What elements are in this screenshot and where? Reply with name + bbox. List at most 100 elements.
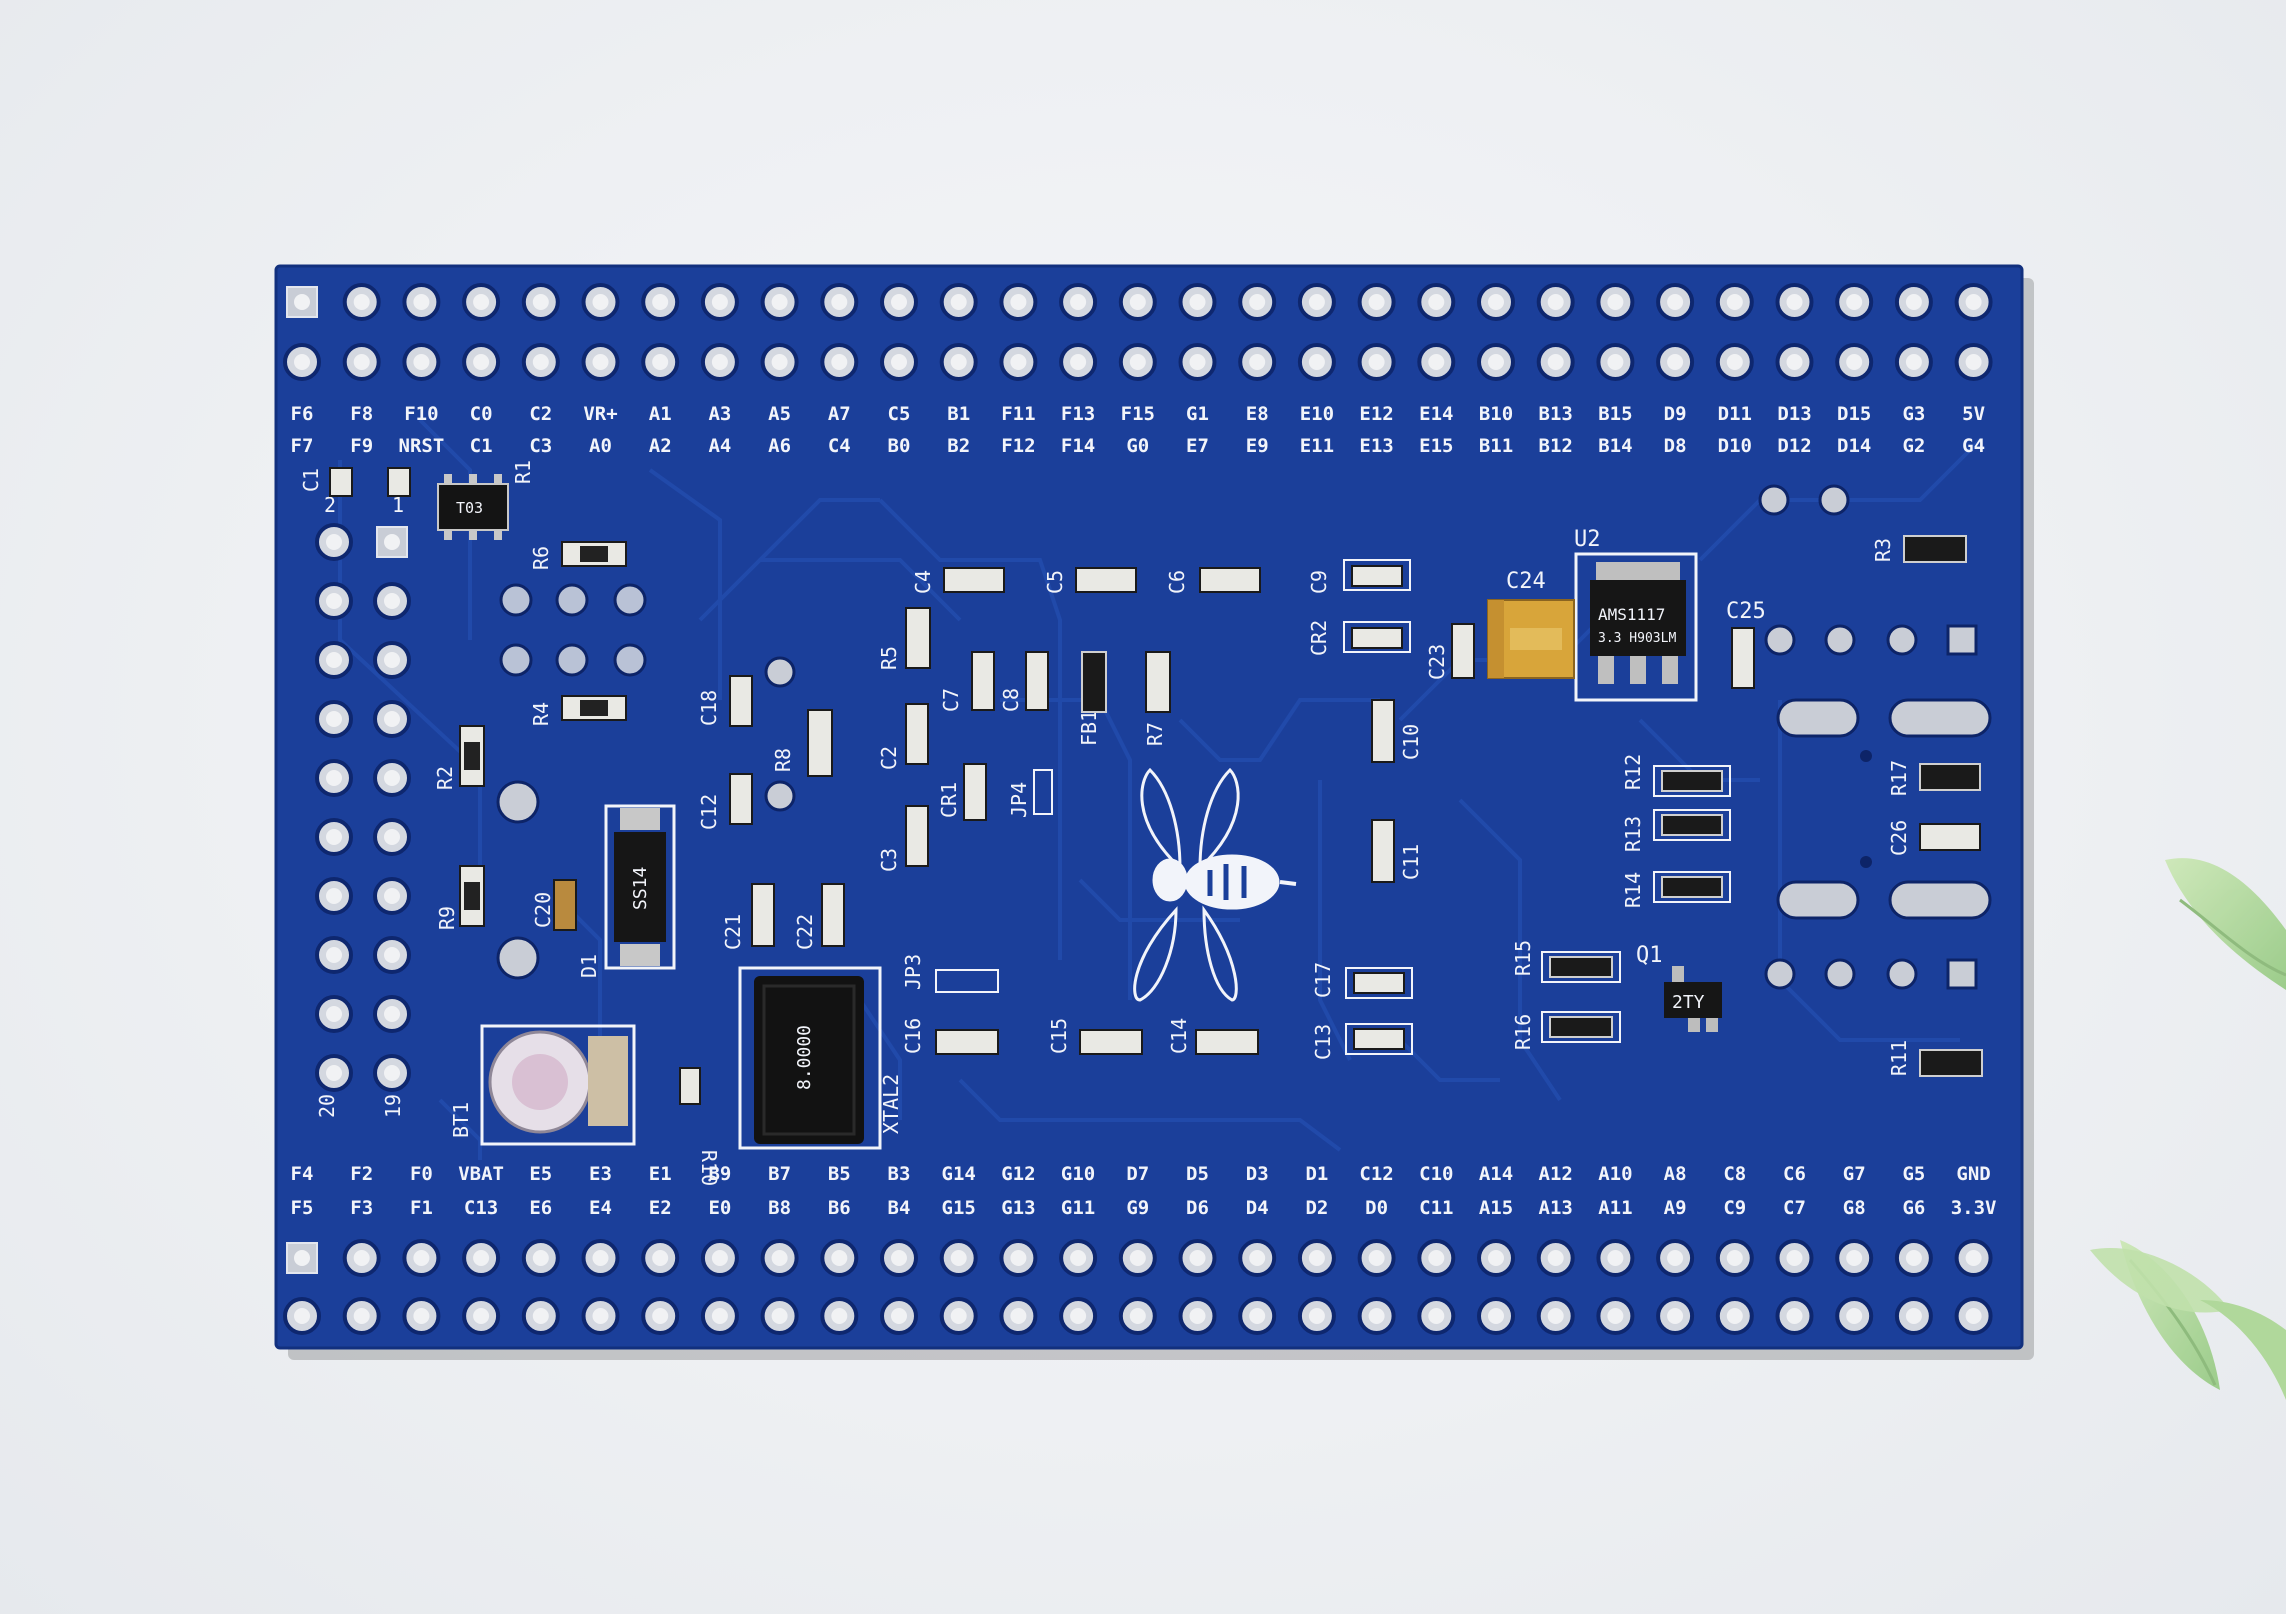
top-pin-label: E14	[1419, 403, 1453, 425]
label-fb1: FB1	[1077, 710, 1101, 746]
label-r8: R8	[771, 748, 795, 772]
capacitor-c22	[821, 883, 845, 947]
bottom-pin-label: C10	[1419, 1163, 1453, 1185]
pin-hole	[652, 294, 669, 310]
top-header-pins	[283, 283, 1993, 381]
battery-bt1	[480, 1024, 636, 1146]
pin-hole	[1786, 1308, 1803, 1324]
top-pin-label: A3	[708, 403, 731, 425]
pin-hole	[771, 1250, 788, 1266]
tantalum-capacitor-c24	[1487, 599, 1575, 679]
top-pin-label: B10	[1479, 403, 1513, 425]
capacitor-c8	[1025, 651, 1049, 711]
pin-hole	[1249, 294, 1266, 310]
bottom-pin-label: E6	[529, 1197, 552, 1219]
bottom-pin-label: E4	[589, 1197, 612, 1219]
top-pin-label: E10	[1300, 403, 1334, 425]
capacitor-c1	[329, 467, 353, 497]
capacitor-c5	[1075, 567, 1137, 593]
led-cr2	[1351, 627, 1403, 649]
top-pin-label: E12	[1359, 403, 1393, 425]
svg-text:AMS1117: AMS1117	[1598, 605, 1665, 624]
pin-hole	[326, 593, 342, 609]
capacitor-c26	[1919, 823, 1981, 851]
pin-hole	[1905, 1308, 1922, 1324]
bottom-pin-label: B8	[768, 1197, 791, 1219]
bottom-pin-label: G9	[1126, 1197, 1149, 1219]
svg-text:8.0000: 8.0000	[794, 1025, 815, 1090]
pin-hole	[473, 1250, 490, 1266]
top-pin-label: C1	[470, 435, 493, 457]
bottom-pin-label: G6	[1902, 1197, 1925, 1219]
pin-hole	[1070, 294, 1087, 310]
label-r4: R4	[529, 702, 553, 726]
pin-hole	[294, 1250, 310, 1266]
pin-hole	[1249, 1308, 1266, 1324]
pin-hole	[1846, 1250, 1863, 1266]
copper-traces	[338, 418, 1982, 1160]
bottom-pin-label: G10	[1061, 1163, 1095, 1185]
label-c21: C21	[721, 914, 745, 950]
bottom-pin-label: C8	[1723, 1163, 1746, 1185]
label-r6: R6	[529, 546, 553, 570]
resistor-r16	[1549, 1016, 1613, 1038]
jumper-jp4	[1033, 769, 1053, 815]
top-pin-label: C3	[529, 435, 552, 457]
label-r13: R13	[1621, 816, 1645, 852]
capacitor-c16	[935, 1029, 999, 1055]
pin-hole	[1607, 354, 1624, 370]
pin-hole	[592, 294, 609, 310]
top-pin-label: F14	[1061, 435, 1095, 457]
pin-hole	[891, 354, 907, 370]
bottom-pin-label: A15	[1479, 1197, 1513, 1219]
resistor-r12	[1661, 770, 1723, 792]
bottom-pin-label: C11	[1419, 1197, 1453, 1219]
label-c15: C15	[1047, 1018, 1071, 1054]
pin-hole	[1488, 294, 1504, 310]
pin-hole	[294, 1308, 310, 1324]
bottom-pin-label: E0	[708, 1197, 731, 1219]
bottom-pin-label: E2	[649, 1197, 672, 1219]
pin-hole	[1488, 1308, 1504, 1324]
pin-hole	[532, 1308, 549, 1324]
bottom-pin-label: D1	[1305, 1163, 1328, 1185]
pin-hole	[384, 1006, 400, 1022]
resistor-r14	[1661, 876, 1723, 898]
bottom-pin-label: D4	[1246, 1197, 1269, 1219]
pin-hole	[831, 1250, 848, 1266]
bottom-pin-label: A13	[1539, 1197, 1573, 1219]
pin-hole	[532, 1250, 549, 1266]
top-pin-label: F6	[291, 403, 314, 425]
top-pin-labels: F6F7F8F9F10NRSTC0C1C2C3VR+A0A1A2A3A4A5A6…	[291, 403, 1985, 457]
pin-hole	[652, 354, 669, 370]
top-pin-label: F12	[1001, 435, 1035, 457]
pin-hole	[473, 1308, 490, 1324]
bottom-pin-label: A8	[1664, 1163, 1687, 1185]
top-pin-label: A7	[828, 403, 851, 425]
capacitor-c10	[1371, 699, 1395, 763]
pin-hole	[413, 1308, 430, 1324]
label-d1: D1	[577, 954, 601, 978]
pin-hole	[1846, 354, 1863, 370]
bottom-pin-label: G11	[1061, 1197, 1095, 1219]
bottom-pin-label: C13	[464, 1197, 498, 1219]
bottom-pin-label: C6	[1783, 1163, 1806, 1185]
bottom-pin-label: E5	[529, 1163, 552, 1185]
top-pin-label: E9	[1246, 435, 1269, 457]
pin-number-1: 1	[392, 493, 404, 517]
capacitor-c2	[905, 703, 929, 765]
top-pin-label: G3	[1902, 403, 1925, 425]
pin-hole	[1129, 1308, 1146, 1324]
label-cr1: CR1	[937, 782, 961, 818]
label-c3: C3	[877, 848, 901, 872]
bottom-pin-label: F1	[410, 1197, 433, 1219]
bottom-pin-label: B9	[708, 1163, 731, 1185]
bottom-pin-label: B6	[828, 1197, 851, 1219]
pin-hole	[950, 354, 967, 370]
label-r14: R14	[1621, 872, 1645, 908]
top-pin-label: E13	[1359, 435, 1393, 457]
pin-hole	[711, 354, 728, 370]
pin-hole	[831, 354, 848, 370]
label-r1: R1	[511, 460, 535, 484]
pin-hole	[1726, 1250, 1743, 1266]
